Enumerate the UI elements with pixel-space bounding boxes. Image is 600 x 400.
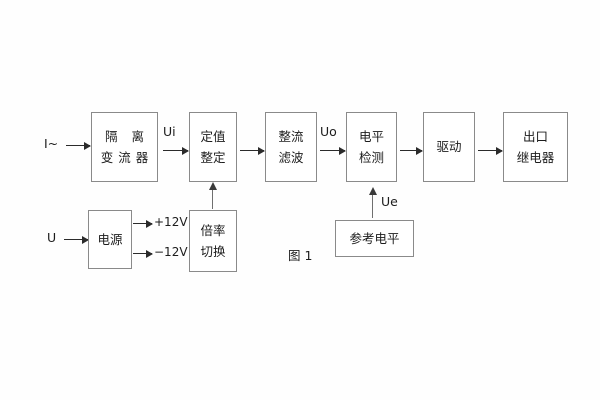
arrow-rectify-to-level-detect (320, 146, 346, 155)
arrow-voltage-to-power (64, 235, 89, 244)
arrow-setting-to-rectify (240, 146, 265, 155)
block-multiplier-line2: 切换 (200, 244, 226, 259)
arrow-level-detect-to-drive (400, 146, 423, 155)
block-multiplier-line1: 倍率 (200, 222, 226, 238)
block-isolation-line2: 变流器 (100, 150, 154, 165)
block-value-setting: 定值 整定 (189, 112, 237, 182)
arrow-reference-to-level-detect (368, 187, 377, 218)
block-level-detect-line2: 检测 (358, 150, 384, 165)
arrow-drive-to-output-relay (478, 146, 503, 155)
block-reference-level: 参考电平 (335, 220, 414, 257)
arrow-power-pos12 (133, 219, 153, 228)
signal-neg12-label: −12V (154, 245, 188, 259)
figure-caption: 图 1 (288, 248, 313, 263)
block-multiplier-switch: 倍率 切换 (189, 210, 237, 272)
arrow-isolation-to-setting (163, 146, 189, 155)
block-rectify-line2: 滤波 (278, 150, 304, 165)
block-power-supply: 电源 (88, 210, 132, 269)
signal-ui-label: Ui (163, 124, 176, 139)
input-current-label: I~ (44, 136, 59, 151)
block-isolation-transformer: 隔 离 变流器 (91, 112, 158, 182)
block-output-relay: 出口 继电器 (503, 112, 568, 182)
block-isolation-line1: 隔 离 (105, 128, 149, 144)
block-level-detect-line1: 电平 (358, 128, 384, 144)
block-rectify-filter: 整流 滤波 (265, 112, 317, 182)
block-level-detection: 电平 检测 (346, 112, 397, 182)
block-rectify-line1: 整流 (278, 128, 304, 144)
block-drive: 驱动 (423, 112, 475, 182)
block-power-line1: 电源 (97, 231, 123, 247)
block-reference-line1: 参考电平 (349, 230, 400, 246)
block-output-relay-line1: 出口 (522, 128, 548, 144)
signal-ue-label: Ue (381, 194, 398, 209)
arrow-current-to-isolation (66, 141, 91, 150)
block-setting-line2: 整定 (200, 150, 226, 165)
block-output-relay-line2: 继电器 (516, 150, 555, 165)
block-drive-line1: 驱动 (436, 139, 462, 155)
arrow-multiplier-to-setting (208, 182, 217, 209)
arrow-power-neg12 (133, 249, 153, 258)
signal-uo-label: Uo (320, 124, 337, 139)
block-setting-line1: 定值 (200, 128, 226, 144)
input-voltage-label: U (47, 230, 57, 245)
signal-pos12-label: +12V (154, 215, 188, 229)
